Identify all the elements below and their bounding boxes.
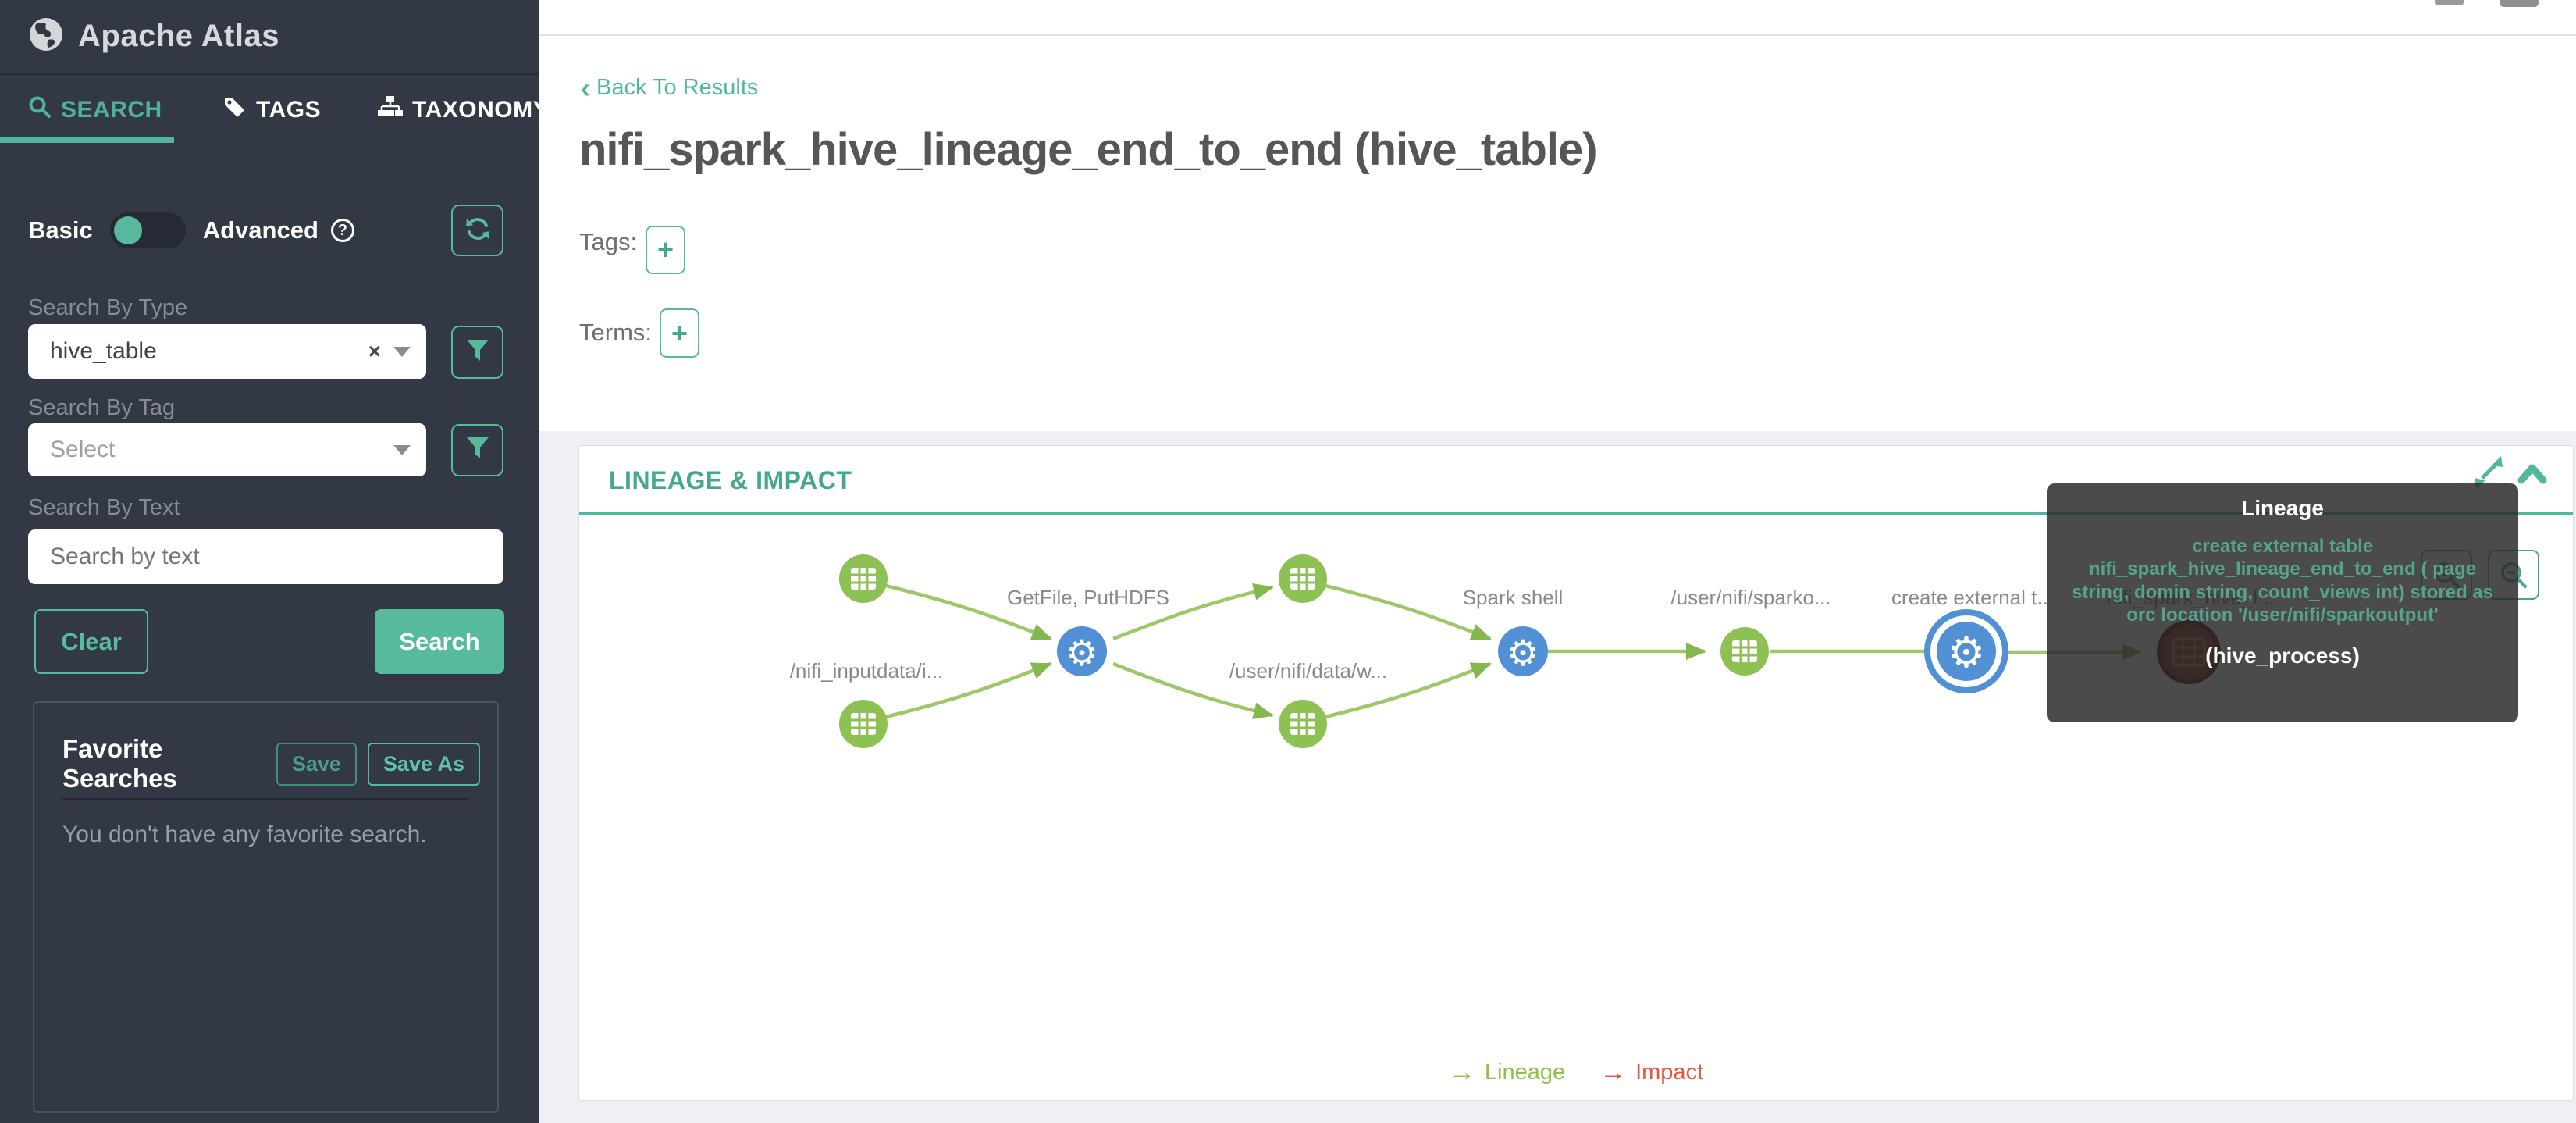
basic-advanced-toggle-row: Basic Advanced ? (28, 205, 354, 256)
search-by-type-value: hive_table (50, 338, 157, 364)
lineage-panel-title: LINEAGE & IMPACT (609, 466, 852, 494)
dataset-node[interactable] (839, 554, 888, 603)
node-label: /nifi_inputdata/i... (790, 659, 944, 683)
search-by-tag-label: Search By Tag (28, 395, 176, 420)
basic-advanced-toggle[interactable] (109, 212, 186, 248)
tooltip-body: create external table nifi_spark_hive_li… (2071, 536, 2494, 626)
add-tag-button[interactable]: + (646, 226, 685, 274)
tag-filter-button[interactable] (451, 424, 503, 476)
help-question-icon[interactable]: ? (330, 219, 354, 242)
dataset-node[interactable] (1279, 700, 1327, 748)
legend-lineage-label: Lineage (1484, 1060, 1566, 1085)
tag-caret-icon[interactable] (393, 444, 411, 455)
impact-arrow-icon: → (1599, 1057, 1627, 1087)
favorite-searches-panel: Favorite Searches Save Save As You don't… (33, 701, 499, 1113)
search-by-tag-placeholder: Select (50, 437, 116, 462)
tab-tags-label: TAGS (256, 97, 322, 123)
lineage-tooltip: Lineage create external table nifi_spark… (2047, 483, 2518, 722)
tab-tags[interactable]: TAGS (223, 95, 321, 125)
search-by-type-label: Search By Type (28, 295, 188, 320)
brand: Apache Atlas (0, 0, 539, 75)
clear-button[interactable]: Clear (34, 609, 148, 674)
dataset-node[interactable] (1720, 627, 1769, 676)
top-bar (539, 0, 2576, 36)
graph-legend: → Lineage → Impact (579, 1057, 2573, 1088)
filter-icon (466, 437, 489, 464)
tooltip-title: Lineage (2241, 496, 2324, 520)
lineage-graph-area: ⚙ ⚙ ⚙ (579, 517, 2573, 1100)
main-content: ‹ Back To Results nifi_spark_hive_lineag… (539, 0, 2576, 1123)
legend-impact: → Impact (1599, 1057, 1703, 1088)
topbar-cutoff-icon (2435, 0, 2464, 5)
node-label: /user/nifi/sparko... (1670, 586, 1831, 609)
add-term-button[interactable]: + (660, 308, 699, 358)
favorites-divider (62, 798, 469, 800)
search-by-text-input[interactable] (28, 529, 503, 584)
lineage-panel-header: LINEAGE & IMPACT (579, 446, 2573, 515)
lineage-graph[interactable]: ⚙ ⚙ ⚙ (579, 517, 2573, 1100)
lineage-arrow-icon: → (1448, 1057, 1475, 1087)
sidebar: Apache Atlas SEARCH TAGS TAXONOMY Basic … (0, 0, 549, 1123)
toggle-knob (113, 216, 142, 244)
filter-icon (466, 339, 489, 366)
clear-type-icon[interactable]: × (368, 339, 381, 363)
brand-title: Apache Atlas (78, 19, 279, 53)
back-to-results-link[interactable]: ‹ Back To Results (581, 72, 759, 104)
type-caret-icon[interactable] (393, 346, 411, 357)
process-node[interactable]: ⚙ (1498, 626, 1548, 676)
topbar-cutoff-icon (2500, 0, 2539, 7)
save-as-button[interactable]: Save As (367, 742, 480, 786)
globe-icon (28, 16, 64, 56)
process-node[interactable]: ⚙ (1057, 626, 1107, 676)
sidebar-tabs: SEARCH TAGS TAXONOMY (0, 77, 549, 143)
search-by-type-select[interactable]: hive_table × (28, 324, 426, 379)
node-label: /user/nifi/data/w... (1229, 659, 1387, 683)
gear-icon: ⚙ (1066, 633, 1098, 673)
search-button[interactable]: Search (375, 609, 504, 674)
page-title: nifi_spark_hive_lineage_end_to_end (hive… (579, 124, 1598, 175)
legend-impact-label: Impact (1635, 1060, 1704, 1085)
tag-icon (223, 95, 247, 125)
legend-lineage: → Lineage (1449, 1057, 1565, 1088)
tab-taxonomy-label: TAXONOMY (412, 97, 550, 123)
gear-icon: ⚙ (1948, 629, 1985, 676)
tab-search[interactable]: SEARCH (28, 95, 162, 125)
type-filter-button[interactable] (451, 326, 503, 379)
active-tab-underline (0, 137, 174, 143)
favorites-empty-text: You don't have any favorite search. (62, 822, 427, 847)
search-by-tag-select[interactable]: Select (28, 423, 426, 476)
search-by-text-field[interactable] (28, 544, 457, 570)
search-icon (28, 95, 52, 125)
gear-icon: ⚙ (1507, 633, 1539, 673)
tags-label: Tags: (579, 228, 638, 255)
lineage-impact-panel: LINEAGE & IMPACT (578, 445, 2574, 1101)
favorite-searches-title: Favorite Searches (62, 734, 177, 793)
advanced-label: Advanced (202, 216, 318, 244)
chevron-left-icon: ‹ (581, 72, 590, 104)
back-to-results-label: Back To Results (596, 75, 759, 100)
tooltip-type: (hive_process) (2205, 643, 2360, 668)
collapse-panel-chevron-up-icon[interactable] (2517, 460, 2548, 490)
node-label: create external t... (1891, 586, 2054, 609)
page-lower-background: LINEAGE & IMPACT (539, 431, 2576, 1123)
search-by-text-label: Search By Text (28, 495, 180, 520)
save-button[interactable]: Save (276, 742, 357, 786)
process-node-highlighted[interactable]: ⚙ (1924, 609, 2008, 693)
terms-label: Terms: (579, 319, 652, 346)
basic-label: Basic (28, 216, 93, 244)
refresh-button[interactable] (451, 205, 503, 256)
dataset-node[interactable] (839, 700, 888, 748)
tab-search-label: SEARCH (61, 97, 162, 123)
tab-taxonomy[interactable]: TAXONOMY (378, 95, 549, 125)
sitemap-icon (378, 95, 403, 125)
dataset-node[interactable] (1279, 554, 1327, 603)
edge-label: GetFile, PutHDFS (1007, 586, 1169, 609)
refresh-icon (464, 215, 492, 247)
node-label: Spark shell (1463, 586, 1564, 609)
